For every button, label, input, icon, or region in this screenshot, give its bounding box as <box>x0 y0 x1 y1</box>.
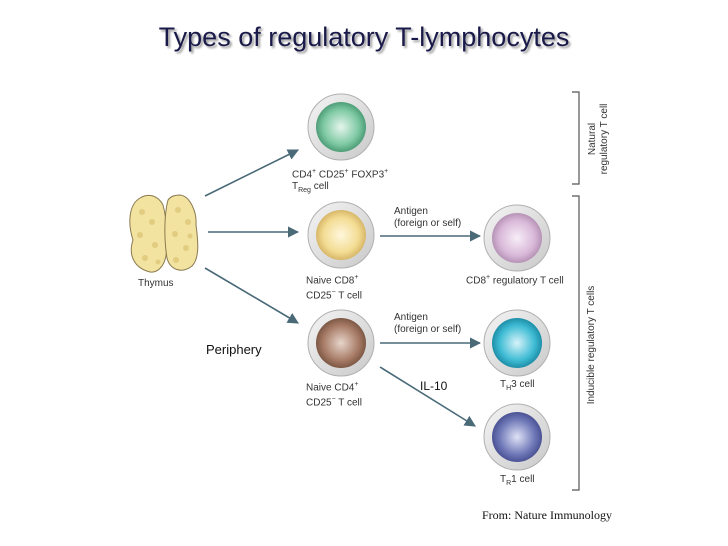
antigen-label-1: Antigen(foreign or self) <box>394 206 462 229</box>
arrow-thymus-to-naive-cd4 <box>204 267 299 324</box>
inducible-bracket <box>572 195 580 491</box>
thymus-label: Thymus <box>138 278 174 289</box>
naive-cd8-cell <box>307 201 375 269</box>
arrow-cd4-to-tr1 <box>379 366 476 427</box>
treg-cell <box>307 93 375 161</box>
slide-title: Types of regulatory T-lymphocytes <box>158 22 570 52</box>
naive-cd4-cell <box>307 309 375 377</box>
antigen-label-2: Antigen(foreign or self) <box>394 312 462 335</box>
arrow-thymus-to-treg <box>204 149 300 197</box>
periphery-label: Periphery <box>206 342 262 357</box>
treg-label: CD4+ CD25+ FOXP3+ TReg cell <box>292 168 389 195</box>
naive-cd8-label: Naive CD8+ CD25− T cell <box>306 274 362 302</box>
naive-cd4-label: Naive CD4+ CD25− T cell <box>306 381 362 409</box>
th3-label: TH3 cell <box>500 379 535 392</box>
thymus-illustration <box>129 194 199 273</box>
source-credit: From: Nature Immunology <box>482 508 612 522</box>
cd8-regulatory-cell <box>483 204 551 272</box>
inducible-regulatory-label: Inducible regulatory T cells <box>586 285 597 405</box>
il10-label: IL-10 <box>420 379 448 393</box>
tr1-label: TR1 cell <box>500 474 535 487</box>
tr1-cell <box>483 403 551 471</box>
th3-cell <box>483 309 551 377</box>
natural-bracket <box>572 91 580 185</box>
cd8-regulatory-label: CD8+ regulatory T cell <box>466 274 564 287</box>
